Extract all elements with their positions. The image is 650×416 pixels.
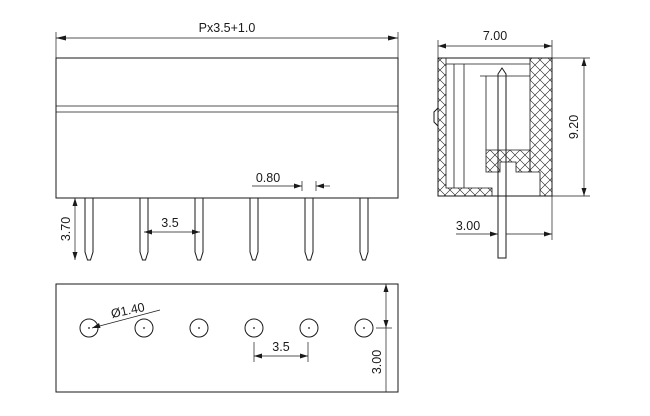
bottom-pitch-label: 3.5: [272, 340, 289, 354]
side-height-label: 9.20: [567, 115, 581, 139]
bottom-pin-hole: [244, 318, 264, 338]
side-pin: [497, 67, 507, 259]
hole-diameter-callout: Ø1.40: [91, 300, 161, 329]
hole-center-mark: [198, 327, 200, 329]
side-pin-offset-dimension: 3.00: [456, 196, 553, 240]
side-latch: [433, 107, 439, 127]
front-view: Px3.5+1.0 0.80 3.70 3.5: [55, 21, 399, 261]
bottom-hole-group: [79, 318, 374, 338]
front-pin: [84, 198, 94, 261]
hole-center-mark: [308, 327, 310, 329]
hole-center-mark: [88, 327, 90, 329]
side-view: 7.00 9.20 3.00: [433, 29, 590, 259]
front-pin: [139, 198, 149, 261]
pin-thickness-dimension: 0.80: [252, 171, 330, 191]
front-body-outline: [55, 57, 399, 199]
pin-length-dimension: 3.70: [59, 198, 78, 260]
front-pin: [249, 198, 259, 261]
bottom-pin-hole: [354, 318, 374, 338]
side-left-wall-section: [437, 57, 493, 197]
pin-length-label: 3.70: [59, 217, 73, 241]
overall-length-dimension: Px3.5+1.0: [55, 21, 399, 58]
hole-center-mark: [143, 327, 145, 329]
front-pin-group: [84, 198, 369, 261]
front-pin: [304, 198, 314, 261]
front-pitch-label: 3.5: [161, 216, 178, 230]
side-right-wall-section: [529, 57, 553, 197]
hole-diameter-label: Ø1.40: [110, 300, 146, 321]
bottom-pitch-dimension: 3.5: [253, 340, 309, 362]
side-bottom-step-section: [485, 149, 531, 173]
bottom-body-outline: [55, 283, 399, 393]
bottom-view: Ø1.40 3.5 3.00: [55, 283, 399, 393]
bottom-pin-hole: [299, 318, 319, 338]
hole-row-offset-label: 3.00: [370, 350, 384, 374]
hole-center-mark: [363, 327, 365, 329]
bottom-pin-hole: [134, 318, 154, 338]
side-width-label: 7.00: [483, 29, 507, 43]
pin-thickness-label: 0.80: [256, 171, 280, 185]
hole-center-mark: [253, 327, 255, 329]
side-pin-offset-label: 3.00: [456, 219, 480, 233]
side-width-dimension: 7.00: [437, 29, 553, 58]
front-pin: [359, 198, 369, 261]
front-pin: [194, 198, 204, 261]
side-height-dimension: 9.20: [552, 57, 590, 197]
overall-length-label: Px3.5+1.0: [199, 21, 256, 35]
front-pitch-dimension: 3.5: [144, 216, 200, 235]
hole-row-offset-dimension: 3.00: [370, 284, 392, 392]
bottom-pin-hole: [189, 318, 209, 338]
